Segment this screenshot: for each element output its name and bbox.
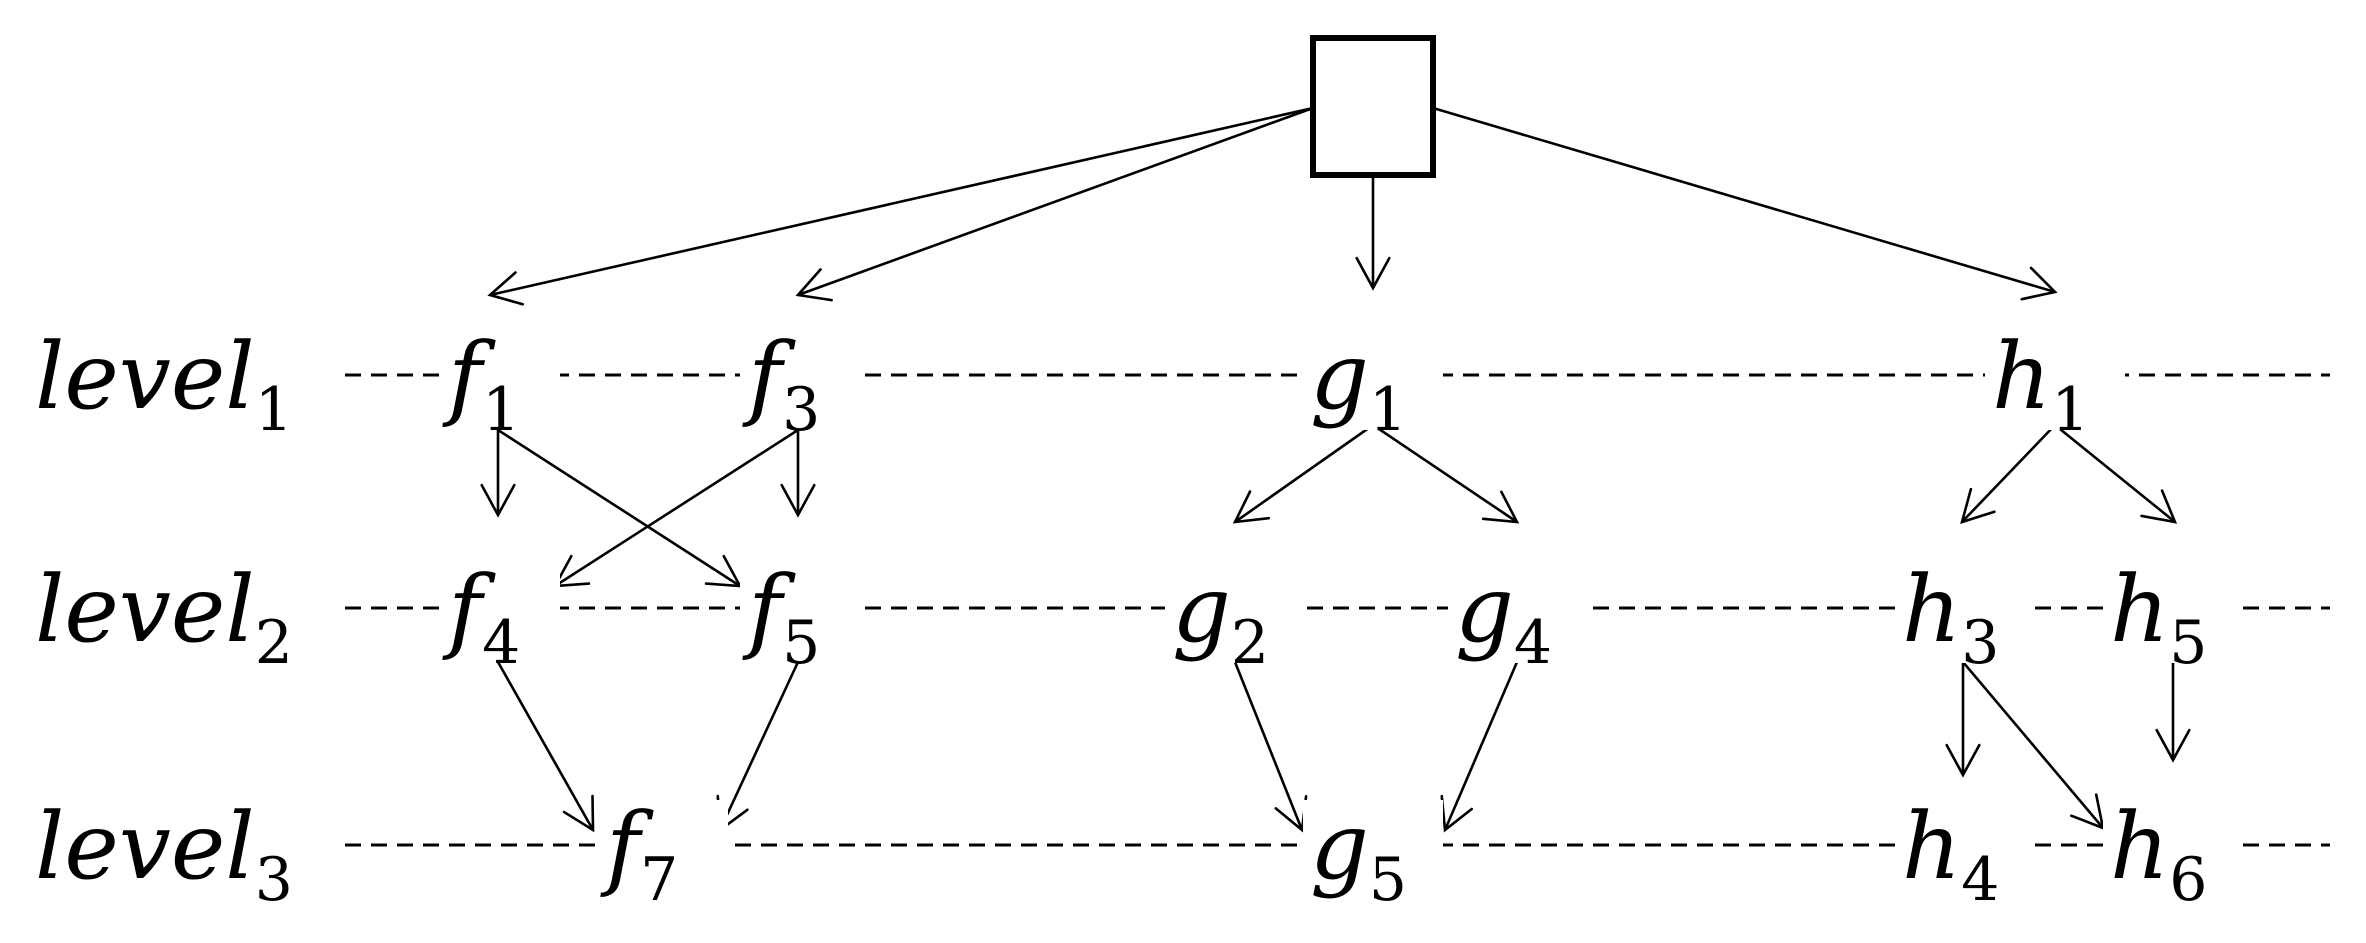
arrowhead-f3-f5 — [780, 483, 816, 518]
svg-text:h4: h4 — [1902, 793, 1999, 915]
node-h5: h5 — [2103, 556, 2243, 678]
edges — [480, 106, 2191, 833]
arrowhead-h1-h3 — [1960, 487, 1996, 524]
node-h3: h3 — [1895, 556, 2035, 678]
edge-g1-g2 — [1234, 423, 1374, 524]
arrowhead-root-g1 — [1355, 256, 1391, 291]
arrowhead-h5-h6 — [2155, 728, 2191, 763]
node-g4: g4 — [1448, 556, 1588, 678]
edge-g2-g5 — [1233, 661, 1304, 831]
svg-text:h1: h1 — [1992, 323, 2089, 445]
node-g2: g2 — [1165, 556, 1305, 678]
edge-f5-f7 — [718, 661, 800, 831]
node-f1: f1 — [440, 323, 560, 445]
arrowhead-root-h1 — [2020, 266, 2058, 301]
edge-g1-g4 — [1372, 423, 1518, 524]
svg-text:g4: g4 — [1455, 556, 1552, 678]
node-f7: f7 — [598, 793, 728, 915]
arrowhead-root-f1 — [487, 271, 525, 306]
arrowhead-g1-g2 — [1232, 490, 1271, 524]
edge-root-h1 — [1432, 106, 2056, 294]
edge-root-f1 — [489, 106, 1314, 297]
edge-f1-f5 — [497, 428, 741, 588]
arrowhead-root-f3 — [795, 268, 833, 302]
svg-text:h6: h6 — [2110, 793, 2207, 915]
node-g1: g1 — [1303, 323, 1443, 445]
arrowhead-f4-f7 — [562, 794, 595, 833]
edge-g4-g5 — [1443, 661, 1519, 831]
edge-h1-h3 — [1961, 424, 2056, 523]
svg-text:h5: h5 — [2110, 556, 2207, 678]
node-f5: f5 — [740, 556, 860, 678]
arrowhead-g1-g4 — [1481, 490, 1520, 524]
edge-root-f3 — [797, 106, 1314, 297]
edge-f3-f4 — [554, 428, 799, 588]
level-labels: level1 level2 level3 — [30, 320, 340, 915]
svg-text:g1: g1 — [1310, 323, 1407, 445]
node-f4: f4 — [440, 556, 560, 678]
edge-f4-f7 — [496, 661, 595, 831]
edge-h1-h5 — [2054, 423, 2176, 524]
arrowhead-h3-h4 — [1945, 743, 1981, 778]
level-3-label: level3 — [35, 793, 293, 915]
node-h4: h4 — [1895, 793, 2035, 915]
svg-text:g5: g5 — [1310, 793, 1407, 915]
svg-text:g2: g2 — [1172, 556, 1269, 678]
level-1-label: level1 — [35, 323, 293, 445]
node-h1: h1 — [1985, 323, 2125, 445]
level-2-label: level2 — [35, 556, 293, 678]
node-f3: f3 — [740, 323, 860, 445]
arrowhead-f1-f4 — [480, 483, 516, 518]
node-h6: h6 — [2103, 793, 2243, 915]
edge-h3-h6 — [1962, 661, 2104, 829]
svg-text:h3: h3 — [1902, 556, 1999, 678]
node-labels: f1 f3 g1 h1 f4 f5 g2 g4 h3 h5 f7 g5 h4 h… — [440, 323, 2243, 915]
node-g5: g5 — [1303, 793, 1443, 915]
root-node — [1310, 35, 1436, 178]
arrowhead-h1-h5 — [2140, 489, 2178, 524]
